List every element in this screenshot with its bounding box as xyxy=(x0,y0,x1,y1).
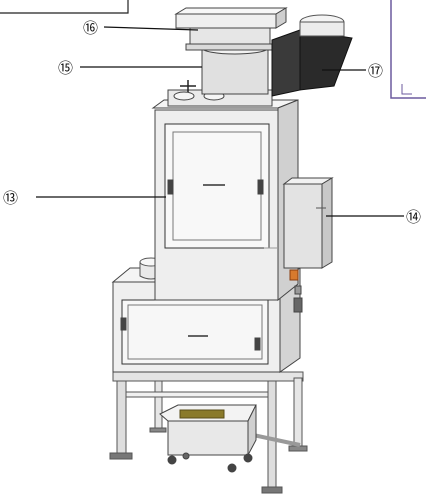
leader-16 xyxy=(103,26,199,31)
top-left-box-edge xyxy=(0,0,129,14)
upper-cabinet xyxy=(151,99,299,302)
control-box xyxy=(282,177,334,313)
leader-lines xyxy=(36,26,404,217)
callout-13: ⑬ xyxy=(3,189,18,207)
stand-frame xyxy=(109,371,308,494)
top-cylinder xyxy=(167,41,273,107)
collection-tray xyxy=(159,404,257,473)
top-right-panel-edge xyxy=(390,0,426,99)
exhaust-duct xyxy=(271,14,353,97)
callout-15: ⑮ xyxy=(58,59,73,77)
top-hood xyxy=(174,7,288,51)
callout-14: ⑭ xyxy=(406,208,421,226)
callout-17: ⑰ xyxy=(368,62,383,80)
callout-16: ⑯ xyxy=(83,19,98,37)
